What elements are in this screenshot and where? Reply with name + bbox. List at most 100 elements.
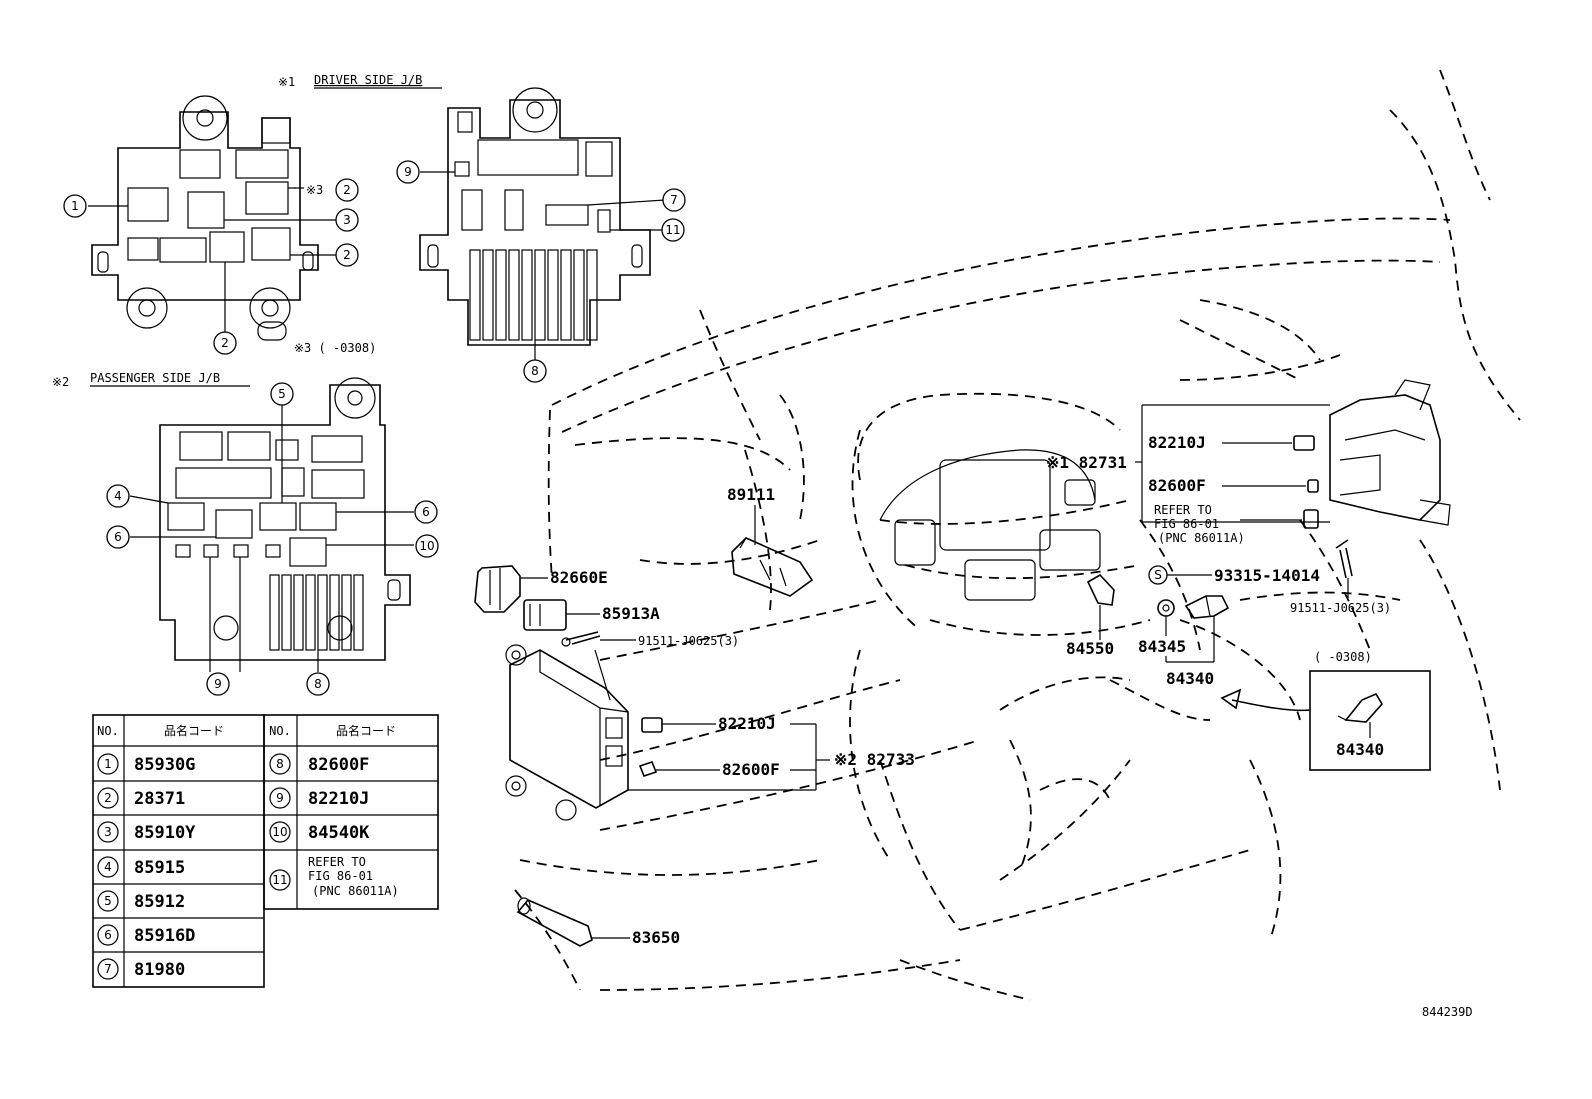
label-84550: 84550: [1066, 639, 1114, 658]
switch-84340: [1184, 595, 1230, 619]
table-row: 8 82600F: [269, 753, 369, 775]
svg-text:7: 7: [670, 193, 678, 207]
svg-text:11: 11: [665, 223, 680, 237]
svg-text:6: 6: [422, 505, 430, 519]
callout-11: 11: [661, 218, 685, 242]
svg-text:85930G: 85930G: [134, 755, 195, 775]
svg-text:2: 2: [343, 183, 351, 197]
callout-9-a: 9: [396, 160, 420, 184]
svg-text:1: 1: [71, 199, 79, 213]
callout-10: 10: [415, 534, 439, 558]
bolt-91511-left: [561, 631, 601, 647]
sensor-83650: [516, 897, 593, 947]
svg-text:10: 10: [419, 539, 434, 553]
figure-id: 844239D: [1422, 1005, 1473, 1019]
refer-line-3: (PNC 86011A): [1158, 531, 1245, 545]
relay-85913a: [523, 599, 567, 631]
svg-text:2: 2: [343, 248, 351, 262]
jb-passenger-unit: [129, 377, 414, 672]
svg-text:9: 9: [276, 791, 284, 805]
label-84345: 84345: [1138, 637, 1186, 656]
svg-text:6: 6: [104, 928, 112, 942]
label-83650: 83650: [632, 928, 680, 947]
callout-8-a: 8: [523, 359, 547, 383]
table-row: 11 REFER TO FIG 86-01 (PNC 86011A): [269, 855, 399, 898]
svg-text:9: 9: [214, 677, 222, 691]
table-row: 2 28371: [97, 787, 185, 809]
svg-text:5: 5: [104, 894, 112, 908]
svg-text:85912: 85912: [134, 892, 185, 912]
svg-text:28371: 28371: [134, 789, 185, 809]
relay-82660e: [474, 565, 521, 613]
callouts: 1 2 3 2 2 9 7 11 8 5 4 6 6 10 9 8: [63, 160, 686, 696]
callout-3-a: 3: [335, 208, 359, 232]
svg-text:4: 4: [104, 860, 112, 874]
dash-center-cluster: [879, 449, 1101, 601]
svg-text:FIG 86-01: FIG 86-01: [308, 869, 373, 883]
svg-text:2: 2: [104, 791, 112, 805]
callout-7: 7: [662, 188, 686, 212]
table-row: 10 84540K: [269, 821, 370, 843]
table-row: 4 85915: [97, 856, 185, 878]
note-2-mark: ※2: [52, 375, 69, 389]
svg-text:11: 11: [272, 873, 287, 887]
svg-text:7: 7: [104, 962, 112, 976]
callout-2-b: 2: [335, 243, 359, 267]
note-3-range: ※3 ( -0308): [294, 341, 376, 355]
table-row: 9 82210J: [269, 787, 369, 809]
table-row: 1 85930G: [97, 753, 195, 775]
table-header-code-right: 品名コード: [336, 723, 396, 738]
svg-text:85915: 85915: [134, 858, 185, 878]
label-85913a: 85913A: [602, 604, 660, 623]
callout-6-a: 6: [414, 500, 438, 524]
label-93315: 93315-14014: [1214, 566, 1320, 585]
inset-part-label: 84340: [1336, 740, 1384, 759]
table-header-no-right: NO.: [269, 724, 291, 738]
label-82210j-upper: 82210J: [1148, 433, 1206, 452]
callout-5: 5: [270, 382, 294, 406]
svg-text:82210J: 82210J: [308, 789, 369, 809]
svg-text:5: 5: [278, 387, 286, 401]
svg-text:6: 6: [114, 530, 122, 544]
label-82210j-lower: 82210J: [718, 714, 776, 733]
label-82600f-upper: 82600F: [1148, 476, 1206, 495]
svg-text:82600F: 82600F: [308, 755, 369, 775]
label-82660e: 82660E: [550, 568, 608, 587]
jb-left-unit: [88, 95, 336, 341]
svg-text:81980: 81980: [134, 960, 185, 980]
relay-82210j-upper: [1293, 435, 1315, 451]
note-1-title: DRIVER SIDE J/B: [314, 73, 422, 87]
table-row: 6 85916D: [97, 924, 195, 946]
inset-range: ( -0308): [1314, 650, 1372, 664]
table-row: 5 85912: [97, 890, 185, 912]
svg-text:1: 1: [104, 757, 112, 771]
svg-text:3: 3: [104, 825, 112, 839]
callout-1-a: 1: [63, 194, 87, 218]
relay-82210j-lower: [641, 717, 663, 733]
table-row: 3 85910Y: [97, 821, 196, 843]
callout-6-b: 6: [106, 525, 130, 549]
svg-text:9: 9: [404, 165, 412, 179]
note-2-title: PASSENGER SIDE J/B: [90, 371, 220, 385]
relay-82600f-upper: [1307, 479, 1319, 493]
label-84340: 84340: [1166, 669, 1214, 688]
jb-assembly-82731: [1329, 379, 1451, 526]
callout-4: 4: [106, 484, 130, 508]
svg-text:8: 8: [531, 364, 539, 378]
label-82600f-lower: 82600F: [722, 760, 780, 779]
svg-text:8: 8: [314, 677, 322, 691]
svg-text:8: 8: [276, 757, 284, 771]
refer-line-1: REFER TO: [1154, 503, 1212, 517]
table-row: 7 81980: [97, 958, 185, 980]
relay-refer-upper: [1303, 509, 1319, 529]
svg-text:10: 10: [272, 825, 287, 839]
s-mark: S: [1154, 568, 1162, 582]
svg-text:REFER TO: REFER TO: [308, 855, 366, 869]
module-89111: [731, 537, 814, 597]
svg-text:(PNC 86011A): (PNC 86011A): [312, 884, 399, 898]
relay-82600f-lower: [638, 761, 658, 777]
svg-text:2: 2: [221, 336, 229, 350]
svg-text:85916D: 85916D: [134, 926, 195, 946]
clip-84345: [1157, 599, 1175, 617]
sensor-84550: [1086, 573, 1115, 606]
